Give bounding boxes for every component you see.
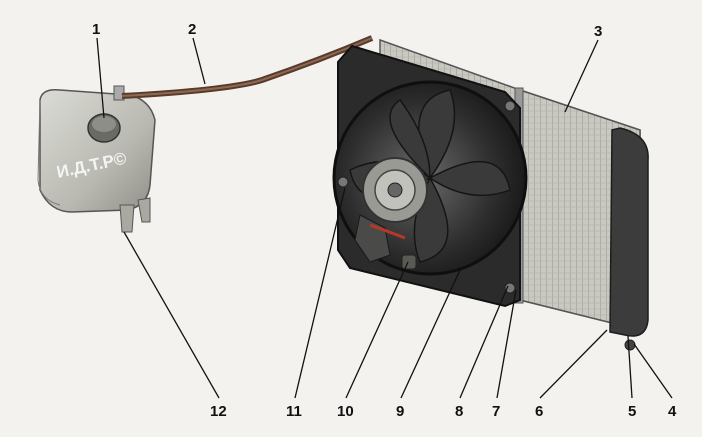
callout-8: 8 [455,403,463,420]
callout-12: 12 [210,403,227,420]
fan-motor [354,157,428,270]
shroud-fastener [401,254,417,270]
callout-6: 6 [535,403,543,420]
expansion-tank: И.Д.Т.Р© [37,85,156,233]
callout-4: 4 [668,403,677,420]
drain-plug [624,339,636,351]
tank-outlet [119,204,135,233]
callout-9: 9 [396,403,404,420]
steam-hose [121,35,374,99]
callout-11: 11 [286,403,302,420]
radiator-side-tank [609,127,649,337]
callout-10: 10 [337,403,354,420]
radiator-bolt [504,282,516,294]
callout-7: 7 [492,403,500,420]
callout-1: 1 [92,21,100,38]
motor-connector [354,214,391,263]
fan-mount-bolt [337,176,349,188]
callout-5: 5 [628,403,636,420]
wire [369,223,406,240]
leader-lines [96,37,673,399]
callout-3: 3 [594,23,602,40]
callout-2: 2 [188,21,196,38]
